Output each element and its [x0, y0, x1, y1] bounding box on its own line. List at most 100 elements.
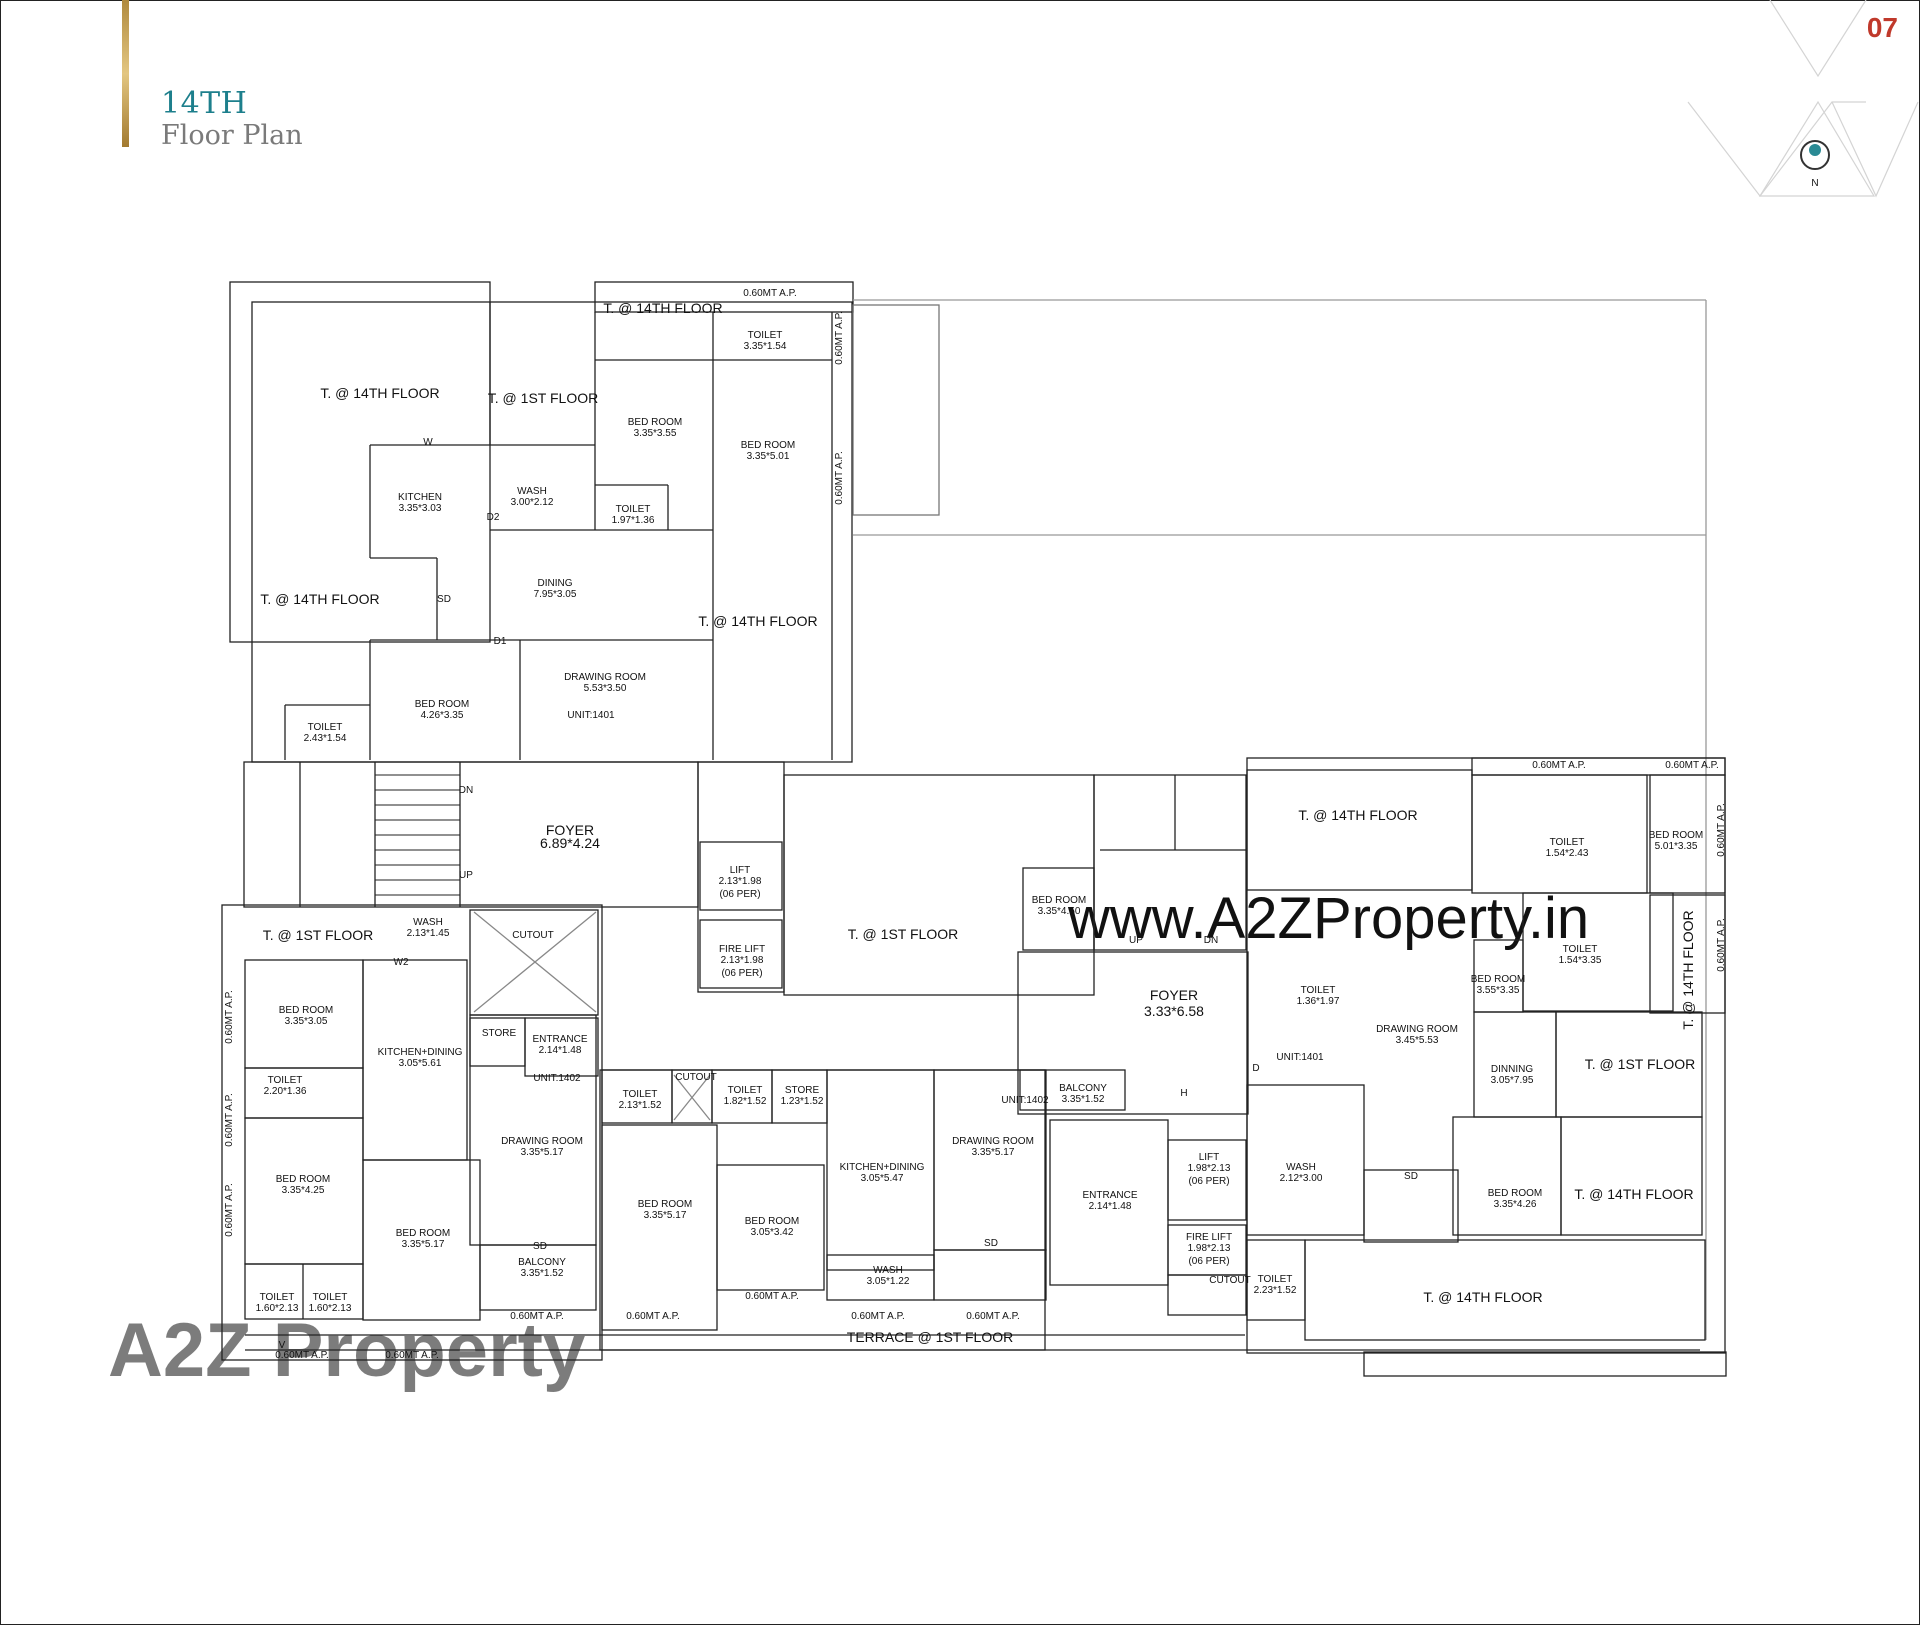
area-label: T. @ 14TH FLOOR: [1680, 910, 1696, 1029]
room-size: 3.00*2.12: [511, 497, 554, 508]
room-size: 3.05*1.22: [867, 1276, 910, 1287]
room-name: TOILET: [748, 330, 783, 341]
room-name: LIFT: [730, 865, 751, 876]
dimension-label: SD: [437, 594, 451, 605]
room-name: DRAWING ROOM: [952, 1136, 1034, 1147]
room-name: BALCONY: [518, 1257, 566, 1268]
dimension-label: SD: [984, 1238, 998, 1249]
room-name: BED ROOM: [1471, 974, 1525, 985]
accent-bar: [122, 0, 129, 147]
page-subtitle: Floor Plan: [161, 120, 303, 151]
dimension-label: UNIT:1401: [1276, 1052, 1324, 1063]
dimension-label: 0.60MT A.P.: [1665, 760, 1719, 771]
room-size: 3.35*1.54: [744, 341, 787, 352]
dimension-label: D2: [487, 512, 500, 523]
dimension-label: SD: [1404, 1171, 1418, 1182]
dimension-label: DN: [459, 785, 473, 796]
room-size: 3.35*3.03: [399, 503, 442, 514]
room-name: BED ROOM: [279, 1005, 333, 1016]
area-label: TERRACE @ 1ST FLOOR: [847, 1329, 1013, 1345]
room-name: FIRE LIFT: [719, 944, 765, 955]
url-watermark: www.A2ZProperty.in: [1067, 886, 1589, 951]
area-label: T. @ 14TH FLOOR: [320, 385, 439, 401]
room-name: TOILET: [1563, 944, 1598, 955]
room-size: 3.35*5.17: [972, 1147, 1015, 1158]
room-size: 2.23*1.52: [1254, 1285, 1297, 1296]
dimension-label: D: [1252, 1063, 1259, 1074]
room-size: 3.45*5.53: [1396, 1035, 1439, 1046]
room-name: BED ROOM: [1488, 1188, 1542, 1199]
dimension-label: 0.60MT A.P.: [275, 1350, 329, 1361]
room-size: 3.35*3.55: [634, 428, 677, 439]
room-name: WASH: [873, 1265, 903, 1276]
room-size: 2.13*1.98: [721, 955, 764, 966]
room-size: 3.35*5.01: [747, 451, 790, 462]
room-size: 5.53*3.50: [584, 683, 627, 694]
room-size: 2.13*1.45: [407, 928, 450, 939]
room-name: KITCHEN: [398, 492, 442, 503]
area-label: FOYER: [546, 822, 594, 838]
dimension-label: UNIT:1402: [1001, 1095, 1049, 1106]
room-name: TOILET: [313, 1292, 348, 1303]
dimension-label: 0.60MT A.P.: [834, 311, 845, 365]
room-size: 5.01*3.35: [1655, 841, 1698, 852]
room-size: 3.05*5.61: [399, 1058, 442, 1069]
dimension-label: 0.60MT A.P.: [1532, 760, 1586, 771]
area-label: T. @ 1ST FLOOR: [1585, 1056, 1695, 1072]
dimension-label: DN: [1204, 935, 1218, 946]
dimension-label: W2: [394, 957, 409, 968]
room-size: 1.54*3.35: [1559, 955, 1602, 966]
room-size: 2.43*1.54: [304, 733, 347, 744]
room-name: KITCHEN+DINING: [840, 1162, 925, 1173]
room-size: 1.54*2.43: [1546, 848, 1589, 859]
area-label: T. @ 14TH FLOOR: [260, 591, 379, 607]
room-size: 3.35*4.50: [1038, 906, 1081, 917]
area-label: T. @ 14TH FLOOR: [603, 300, 722, 316]
room-size: 2.13*1.52: [619, 1100, 662, 1111]
area-label: CUTOUT: [512, 930, 553, 941]
room-name: ENTRANCE: [532, 1034, 587, 1045]
wall-lines: [221, 281, 1727, 1377]
room-name: KITCHEN+DINING: [378, 1047, 463, 1058]
dimension-label: UP: [459, 870, 473, 881]
room-name: DRAWING ROOM: [501, 1136, 583, 1147]
page-title: 14TH: [161, 86, 248, 121]
room-name: WASH: [1286, 1162, 1316, 1173]
dimension-label: CUTOUT: [1209, 1275, 1250, 1286]
room-size: 7.95*3.05: [534, 589, 577, 600]
room-size: 3.05*7.95: [1491, 1075, 1534, 1086]
room-name: WASH: [517, 486, 547, 497]
dimension-label: 0.60MT A.P.: [966, 1311, 1020, 1322]
dimension-label: 0.60MT A.P.: [224, 1093, 235, 1147]
room-name: STORE: [785, 1085, 820, 1096]
room-size: 3.05*5.47: [861, 1173, 904, 1184]
room-name: TOILET: [260, 1292, 295, 1303]
room-size: 2.14*1.48: [539, 1045, 582, 1056]
room-name: ENTRANCE: [1082, 1190, 1137, 1201]
dimension-label: UP: [1129, 935, 1143, 946]
dimension-label: 0.60MT A.P.: [385, 1350, 439, 1361]
dimension-label: H: [1180, 1088, 1187, 1099]
dimension-label: V: [279, 1340, 286, 1351]
room-size: 3.35*5.17: [644, 1210, 687, 1221]
room-size: 3.35*4.25: [282, 1185, 325, 1196]
room-size: 1.60*2.13: [309, 1303, 352, 1314]
area-label: T. @ 1ST FLOOR: [263, 927, 373, 943]
room-name: TOILET: [1258, 1274, 1293, 1285]
compass-north-label: N: [1811, 178, 1818, 189]
room-size: 1.23*1.52: [781, 1096, 824, 1107]
room-name: BALCONY: [1059, 1083, 1107, 1094]
dimension-label: 0.60MT A.P.: [224, 990, 235, 1044]
room-note: (06 PER): [1188, 1176, 1229, 1187]
area-label: T. @ 14TH FLOOR: [1574, 1186, 1693, 1202]
room-name: BED ROOM: [396, 1228, 450, 1239]
room-note: (06 PER): [721, 968, 762, 979]
dimension-labels: 0.60MT A.P. 0.60MT A.P. 0.60MT A.P. 0.60MT …: [224, 288, 1727, 1361]
dimension-label: 0.60MT A.P.: [510, 1311, 564, 1322]
room-name: BED ROOM: [415, 699, 469, 710]
room-size: 2.13*1.98: [719, 876, 762, 887]
room-size: 1.36*1.97: [1297, 996, 1340, 1007]
area-labels: T. @ 14TH FLOOR T. @ 1ST FLOOR T. @ 14TH F…: [260, 300, 1696, 1345]
area-label: 3.33*6.58: [1144, 1003, 1204, 1019]
dimension-label: 0.60MT A.P.: [851, 1311, 905, 1322]
